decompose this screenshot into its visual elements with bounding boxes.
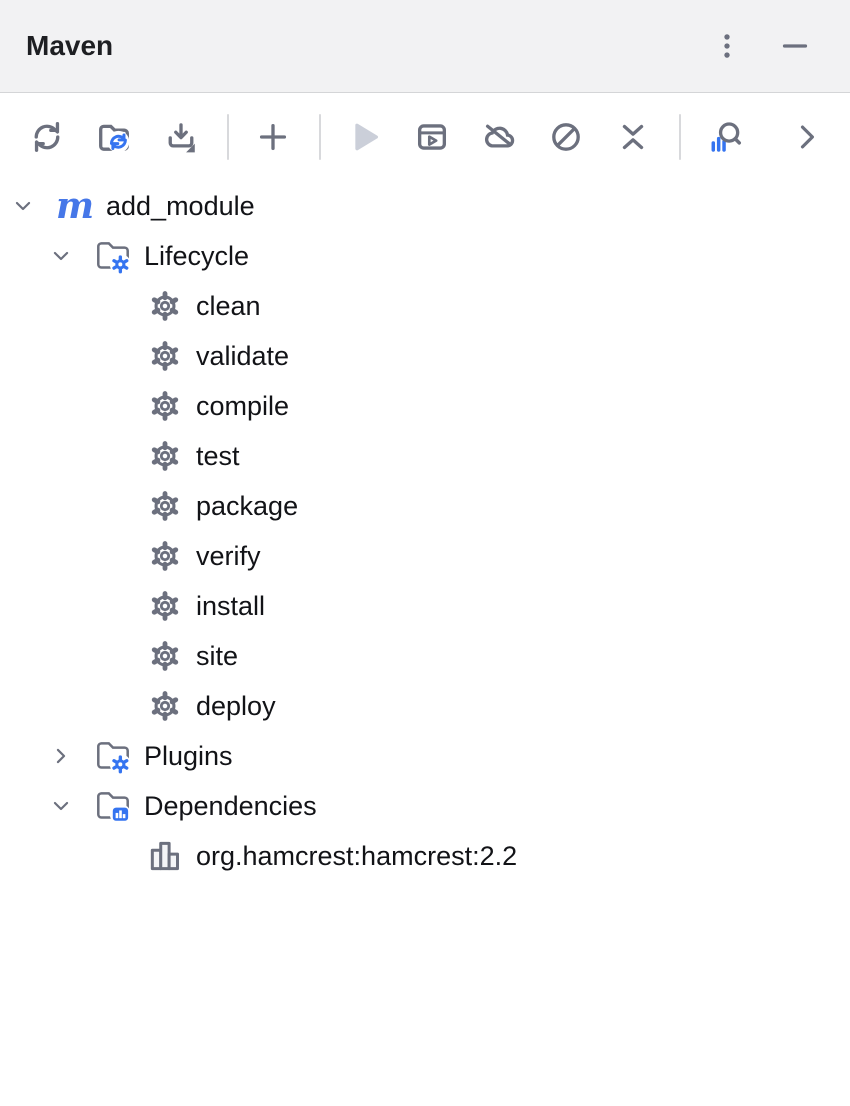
tree-item-label: clean [196,290,261,321]
minimize-icon[interactable] [774,25,816,67]
tree-item-label: Dependencies [144,790,317,821]
tree-item-label: site [196,640,239,671]
goal-icon [144,635,186,677]
tree-item-label: compile [196,390,290,421]
goal-icon [144,685,186,727]
chevron-right-icon[interactable] [784,114,830,160]
tree-row[interactable]: m add_module [0,181,850,231]
chevron-down-icon[interactable] [46,791,76,821]
maven-toolbar [0,93,850,180]
tree-item-label: package [196,490,299,521]
goal-icon [144,535,186,577]
tree-item-label: add_module [106,190,255,221]
tree-item-label: install [196,590,266,621]
add-maven-project-icon[interactable] [250,114,296,160]
reload-all-maven-projects-icon[interactable] [24,114,70,160]
page-title: Maven [26,30,114,61]
download-sources-icon[interactable] [158,114,204,160]
tree-row[interactable]: test [0,431,850,481]
tree-row[interactable]: Plugins [0,731,850,781]
toggle-offline-mode-icon[interactable] [476,114,522,160]
tree-row[interactable]: clean [0,281,850,331]
tree-item-label: deploy [196,690,276,721]
library-icon [144,835,186,877]
tree-item-label: org.hamcrest:hamcrest:2.2 [196,840,518,871]
generate-sources-icon[interactable] [91,114,137,160]
skip-tests-icon[interactable] [543,114,589,160]
maven-module-icon: m [55,185,95,227]
tree-row[interactable]: Lifecycle [0,231,850,281]
tree-row[interactable]: deploy [0,681,850,731]
goal-icon [144,485,186,527]
tree-item-label: Plugins [144,740,233,771]
execute-maven-goal-icon[interactable] [409,114,455,160]
tree-row[interactable]: site [0,631,850,681]
toolbar-divider [227,113,229,160]
goal-icon [144,385,186,427]
window-controls [706,25,816,67]
tree-row[interactable]: install [0,581,850,631]
tree-row[interactable]: validate [0,331,850,381]
tree-item-label: test [196,440,240,471]
tool-window-header: Maven [0,0,850,93]
tree-item-label: verify [196,540,261,571]
goal-icon [144,585,186,627]
goal-icon [144,435,186,477]
chevron-right-icon[interactable] [46,741,76,771]
tree-row[interactable]: org.hamcrest:hamcrest:2.2 [0,831,850,881]
tree-row[interactable]: Dependencies [0,781,850,831]
goal-icon [144,285,186,327]
folder-build-icon [92,735,134,777]
chevron-down-icon[interactable] [46,241,76,271]
collapse-all-icon[interactable] [610,114,656,160]
folder-library-icon [92,785,134,827]
dependency-analyzer-icon[interactable] [702,114,748,160]
tree-row[interactable]: package [0,481,850,531]
folder-build-icon [92,235,134,277]
tree-row[interactable]: compile [0,381,850,431]
goal-icon [144,335,186,377]
toolbar-divider [319,113,321,160]
chevron-down-icon[interactable] [8,191,38,221]
kebab-menu-icon[interactable] [706,25,748,67]
toolbar-divider [679,113,681,160]
tree-item-label: validate [196,340,290,371]
run-build-icon[interactable] [342,114,388,160]
tree-item-label: Lifecycle [144,240,250,271]
maven-project-tree: m add_module Lifecycle clean validate com… [0,180,850,881]
tree-row[interactable]: verify [0,531,850,581]
